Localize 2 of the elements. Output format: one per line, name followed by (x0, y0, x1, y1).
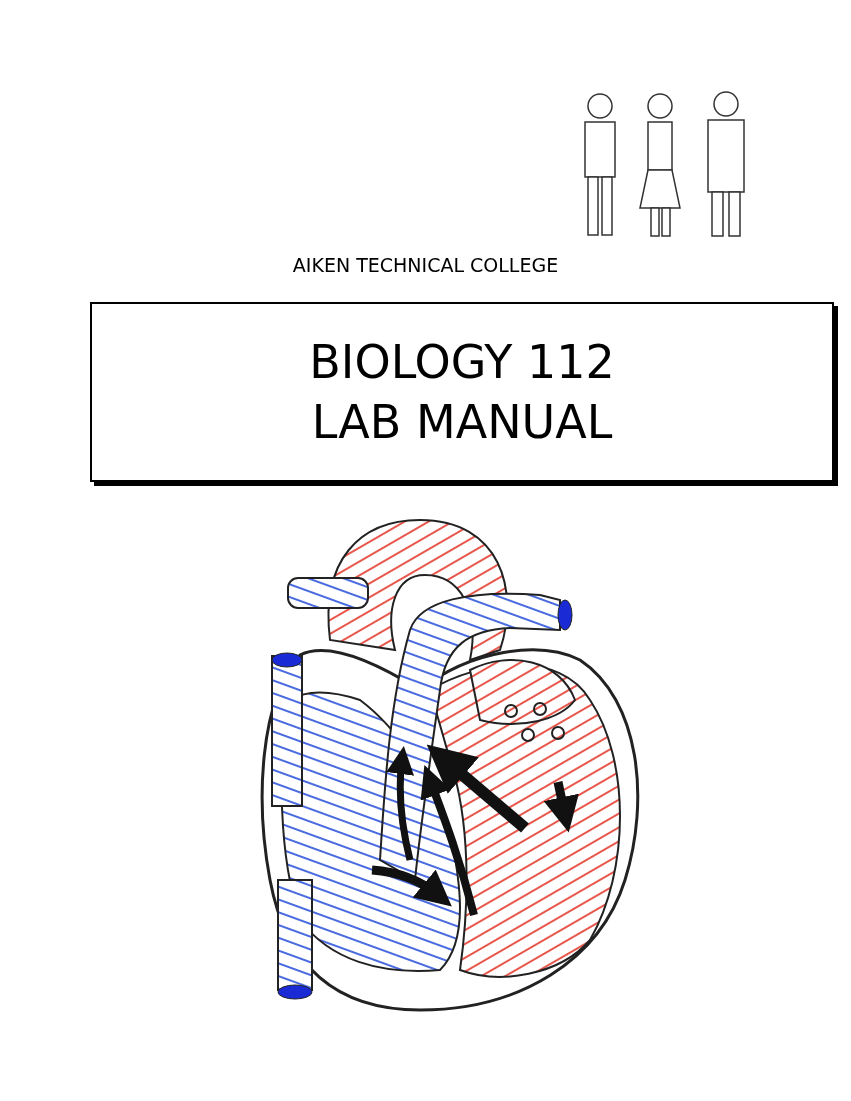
title: BIOLOGY 112 LAB MANUAL (308, 334, 616, 451)
college-name: AIKEN TECHNICAL COLLEGE (292, 254, 559, 276)
